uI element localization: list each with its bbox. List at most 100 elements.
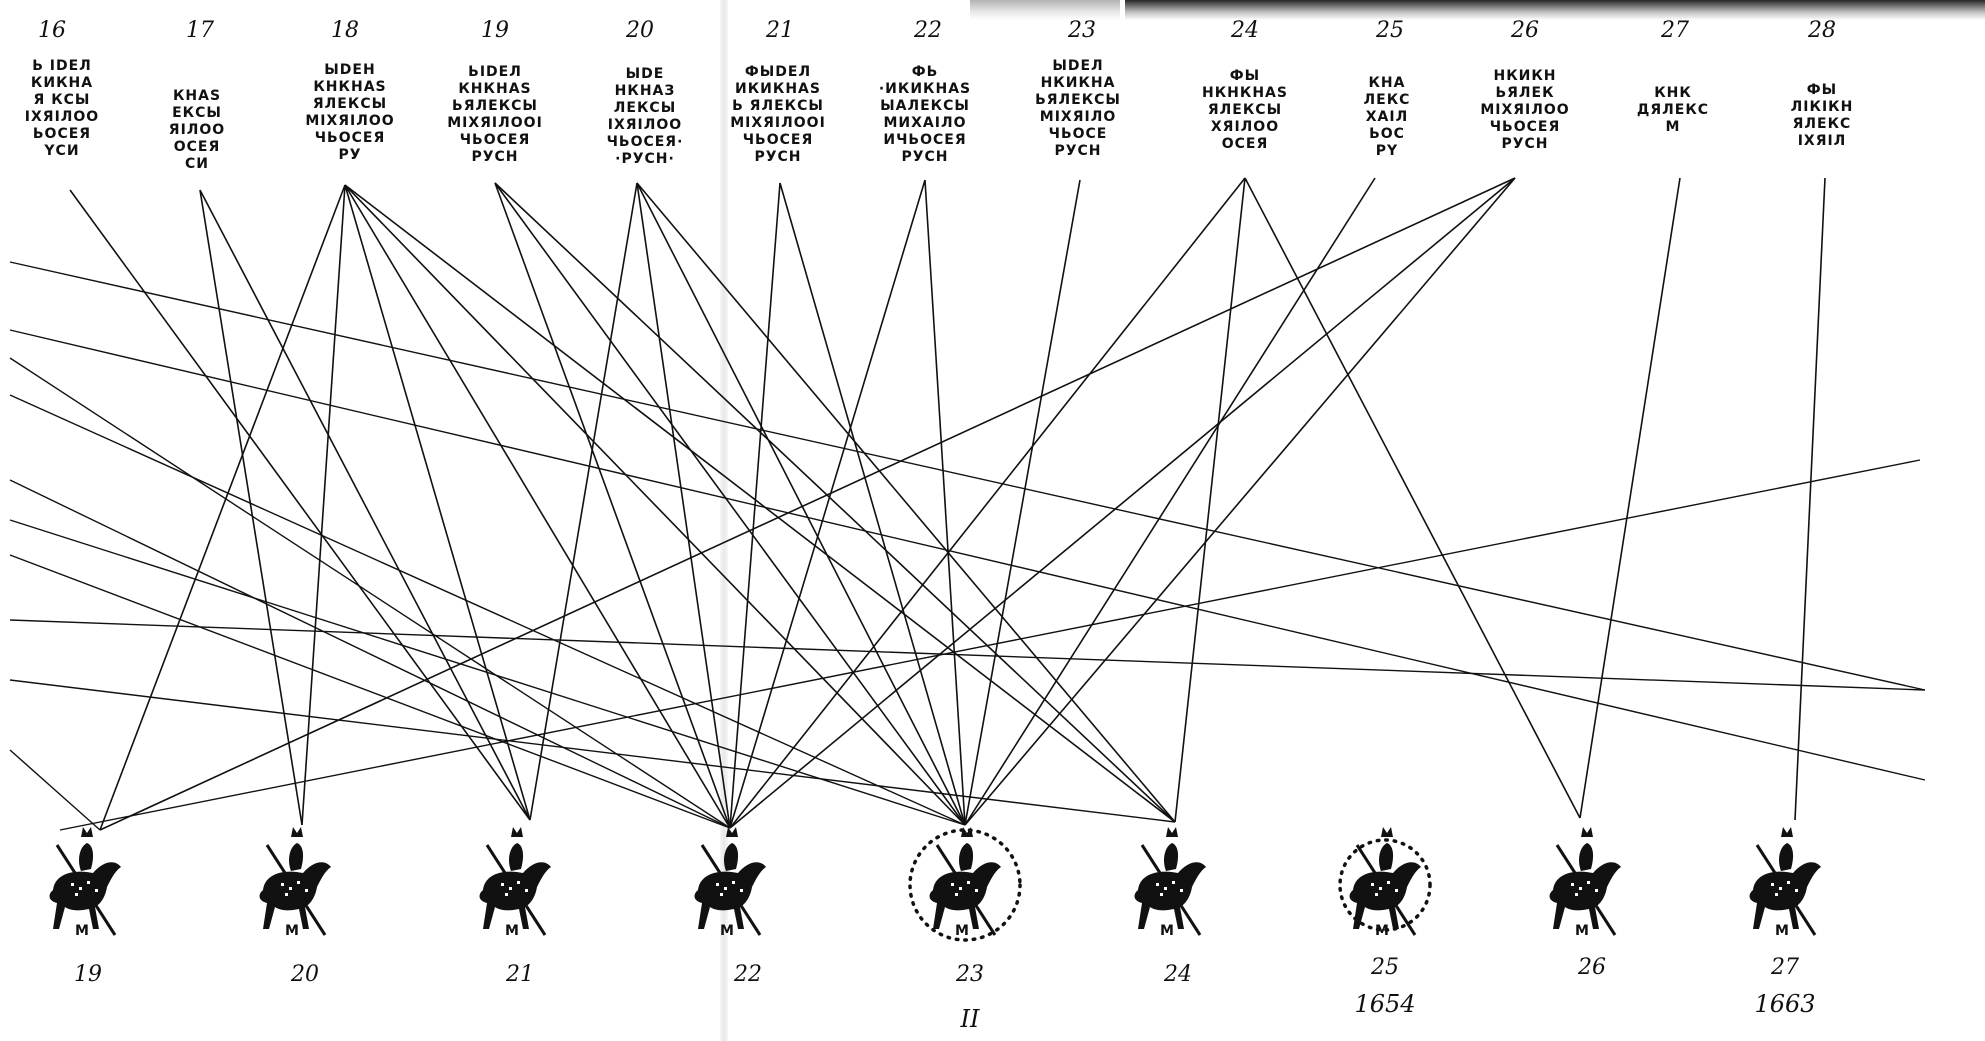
connection-line (1244, 177, 1581, 819)
legend-line: ІХЯІЛОО (607, 117, 683, 133)
inscription-number: 17 (186, 18, 214, 43)
edge-connection-line (9, 749, 101, 831)
rider-coin-icon: М (479, 827, 551, 939)
legend-line: ФЫDЕЛ (744, 64, 812, 80)
inscription-number: 25 (1376, 18, 1404, 43)
rider-shape (959, 827, 974, 871)
mint-mark-glyph: М (1775, 923, 1789, 939)
legend-line: РУСН (1501, 136, 1549, 152)
rider-shape (1164, 827, 1179, 871)
connection-line (924, 179, 966, 826)
edge-connection-line (9, 261, 1926, 691)
legend-line: РҮ (1375, 143, 1399, 159)
legend-line: НКНКНАЅ (1202, 85, 1288, 101)
connection-line (199, 189, 303, 826)
rider-coin-icon: М (908, 827, 1022, 942)
spear-shape (1140, 844, 1202, 936)
legend-line: ЬЯЛЕКСЫ (452, 98, 538, 114)
legend-line: ЬОСЕЯ (32, 126, 92, 142)
coin-number: 26 (1578, 955, 1606, 980)
legend-line: ІХЯІЛОО (24, 109, 100, 125)
coin-year: 1663 (1754, 990, 1816, 1018)
legend-line: РУ (338, 147, 362, 163)
legend-line: РУСН (471, 149, 519, 165)
connection-line (1579, 177, 1681, 819)
rider-shape (289, 827, 304, 871)
spear-shape (1555, 844, 1617, 936)
legend-line: НКНАЗ (614, 83, 676, 99)
inscription-number: 16 (38, 18, 66, 43)
horse-shape (1749, 862, 1821, 929)
connection-line (779, 182, 966, 826)
inscription-number: 22 (914, 18, 942, 43)
rider-coin-icon: М (49, 827, 121, 939)
rider-coin-icon: М (259, 827, 331, 939)
horse-shape (1134, 862, 1206, 929)
legend-line: ЫDЕЛ (1052, 58, 1104, 74)
legend-line: РУСН (901, 149, 949, 165)
legend-line: ЛЕКСЫ (613, 100, 677, 116)
legend-line: МІХЯІЛОО (1480, 102, 1570, 118)
edge-connection-line (9, 679, 1176, 823)
connection-line (199, 189, 531, 821)
legend-line: КНКНАЅ (313, 79, 387, 95)
horse-shape (694, 862, 766, 929)
connection-line (301, 184, 346, 826)
legend-line: МІХЯІЛО (1039, 109, 1117, 125)
rider-shape (509, 827, 524, 871)
connection-line (99, 177, 1516, 831)
legend-line: ЧЬОСЕЯ (314, 130, 386, 146)
legend-line: ЬЯЛЕК (1495, 85, 1555, 101)
legend-line: ФЫ (1806, 82, 1838, 98)
legend-line: ІХЯІЛ (1797, 133, 1847, 149)
connection-line (729, 177, 1246, 829)
legend-line: ЫАЛЕКСЫ (880, 98, 970, 114)
legend-line: ДЯЛЕКС (1636, 102, 1710, 118)
legend-line: КНК (1654, 85, 1692, 101)
connection-line (636, 182, 966, 826)
legend-line: МІХЯІЛООІ (447, 115, 543, 131)
horse-shape (49, 862, 121, 929)
legend-line: СИ (184, 156, 209, 172)
legend-line: КНКНАЅ (458, 81, 532, 97)
rider-shape (1579, 827, 1594, 871)
horse-shape (259, 862, 331, 929)
inscription-number: 18 (331, 18, 359, 43)
coin-dotted-rim (1338, 838, 1432, 932)
connection-line (529, 182, 638, 821)
connection-line (99, 184, 346, 831)
connection-line (494, 182, 731, 829)
horse-shape (1549, 862, 1621, 929)
legend-line: ЯІЛОО (168, 122, 226, 138)
legend-line: ОСЕЯ (1221, 136, 1269, 152)
connection-line (964, 179, 1081, 826)
legend-line: ФЫ (1229, 68, 1261, 84)
inscription-number: 28 (1808, 18, 1836, 43)
coin-number: 22 (734, 962, 762, 987)
mint-mark-glyph: М (1575, 923, 1589, 939)
legend-line: ·ИКИКНАЅ (878, 81, 972, 97)
legend-line: ХЯІЛОО (1210, 119, 1280, 135)
legend-line: Ь ЯЛЕКСЫ (732, 98, 824, 114)
rider-shape (724, 827, 739, 871)
inscription-number: 19 (481, 18, 509, 43)
connection-line (344, 184, 531, 821)
legend-line: ХАІЛ (1365, 109, 1409, 125)
legend-line: МІХЯІЛОО (305, 113, 395, 129)
legend-line: КНА (1368, 75, 1406, 91)
rider-coin-icon: М (1749, 827, 1821, 939)
inscription-number: 21 (766, 18, 794, 43)
legend-line: ЬОС (1369, 126, 1405, 142)
coin-number: 20 (291, 962, 319, 987)
mint-mark-glyph: М (505, 923, 519, 939)
connection-line (1794, 177, 1826, 821)
coin-dotted-rim (908, 828, 1022, 942)
spear-shape (935, 844, 997, 936)
connection-line (69, 189, 531, 821)
rider-coin-icon: М (1549, 827, 1621, 939)
